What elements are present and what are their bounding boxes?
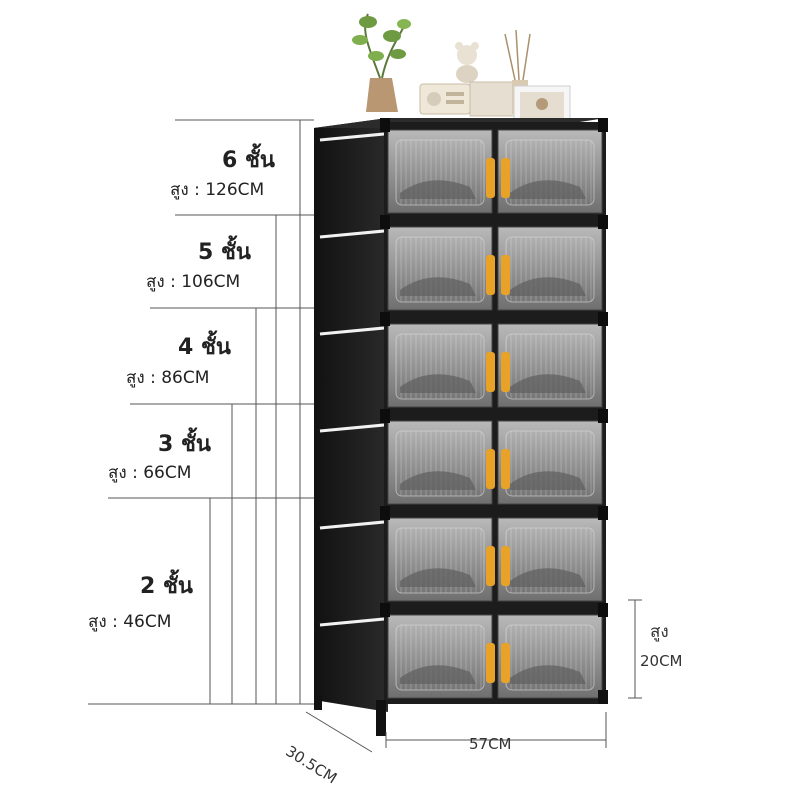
corner-connector	[598, 409, 608, 423]
door-handle-right	[501, 643, 510, 683]
corner-connector	[380, 506, 390, 520]
shoe-silhouette	[510, 374, 586, 393]
shoe-silhouette	[400, 180, 476, 199]
shoe-cabinet	[314, 118, 608, 736]
shelf-gap-value: 20CM	[640, 652, 683, 670]
door-handle-left	[486, 546, 495, 586]
shoe-silhouette	[400, 277, 476, 296]
decor-radio	[419, 83, 471, 115]
corner-connector	[380, 603, 390, 617]
tier-title: 4 ชั้น	[178, 335, 231, 360]
shelf-gap-label: สูง	[650, 622, 669, 642]
tier-height: สูง : 66CM	[108, 463, 192, 483]
side-rail	[319, 520, 385, 530]
shoe-silhouette	[510, 665, 586, 684]
cabinet-leg	[314, 696, 322, 710]
door-handle-left	[486, 352, 495, 392]
shoe-silhouette	[400, 665, 476, 684]
tier-height: สูง : 46CM	[88, 612, 172, 632]
tier-height: สูง : 126CM	[170, 180, 265, 200]
decor-teddy	[455, 42, 479, 83]
cabinet-leg	[598, 690, 608, 704]
door-handle-left	[486, 158, 495, 198]
door-handle-left	[486, 449, 495, 489]
tier-height: สูง : 106CM	[146, 272, 241, 292]
side-rail	[319, 229, 385, 239]
shoe-silhouette	[400, 374, 476, 393]
corner-connector	[598, 603, 608, 617]
corner-connector	[598, 312, 608, 326]
decor-plant	[352, 13, 411, 112]
width-dimension-label: 57CM	[469, 735, 512, 753]
tier-title: 5 ชั้น	[198, 240, 251, 265]
corner-connector	[380, 215, 390, 229]
side-rail	[319, 423, 385, 433]
tier-title: 3 ชั้น	[158, 432, 211, 457]
decor-box	[469, 81, 515, 117]
corner-connector	[380, 312, 390, 326]
corner-connector	[380, 409, 390, 423]
shoe-silhouette	[400, 471, 476, 490]
shoe-silhouette	[510, 471, 586, 490]
shoe-silhouette	[510, 180, 586, 199]
door-handle-left	[486, 643, 495, 683]
side-rail	[319, 326, 385, 336]
corner-connector	[598, 506, 608, 520]
depth-line	[305, 711, 373, 753]
door-handle-right	[501, 158, 510, 198]
cabinet-side-panel	[314, 118, 388, 712]
height-guide-lines	[88, 119, 642, 753]
side-rail	[319, 617, 385, 627]
shoe-silhouette	[510, 568, 586, 587]
side-rail	[319, 132, 385, 142]
shoe-silhouette	[400, 568, 476, 587]
cabinet-leg	[376, 700, 386, 736]
corner-connector	[598, 215, 608, 229]
tier-title: 2 ชั้น	[140, 574, 193, 599]
door-handle-right	[501, 255, 510, 295]
door-handle-right	[501, 352, 510, 392]
corner-connector	[380, 118, 390, 132]
door-handle-left	[486, 255, 495, 295]
shoe-silhouette	[510, 277, 586, 296]
corner-connector	[598, 118, 608, 132]
tier-title: 6 ชั้น	[222, 148, 275, 173]
door-handle-right	[501, 449, 510, 489]
tier-height: สูง : 86CM	[126, 368, 210, 388]
door-handle-right	[501, 546, 510, 586]
